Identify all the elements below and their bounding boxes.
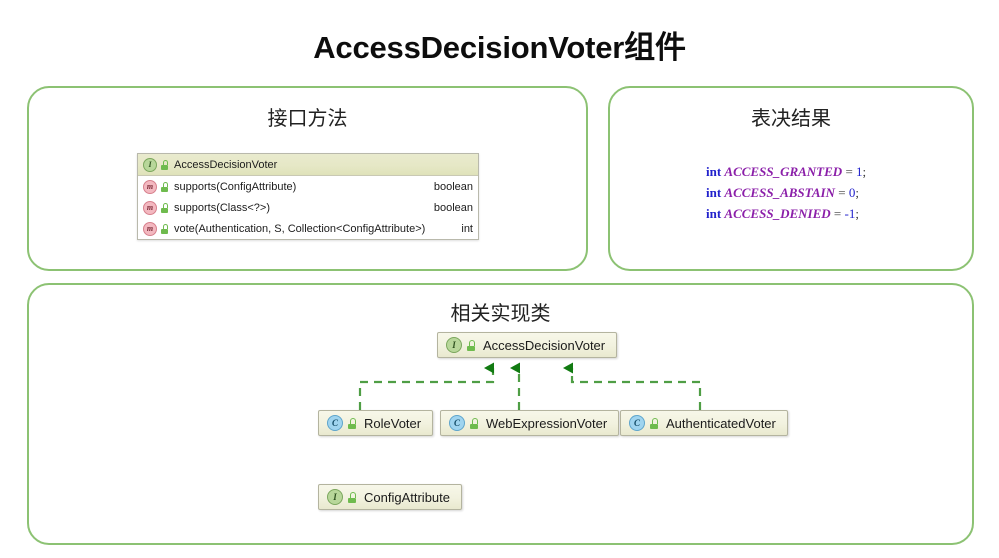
lock-icon	[466, 339, 476, 351]
code-operator: =	[845, 164, 853, 179]
code-operator: =	[838, 185, 846, 200]
panel-implementations: 相关实现类	[27, 283, 974, 545]
diagram-node-authenticatedvoter[interactable]: C AuthenticatedVoter	[620, 410, 788, 436]
lock-icon	[160, 181, 169, 192]
diagram-node-accessdecisionvoter[interactable]: I AccessDecisionVoter	[437, 332, 618, 358]
table-row: m supports(Class<?>) boolean	[138, 197, 478, 218]
lock-icon	[649, 417, 659, 429]
class-badge-icon: C	[327, 415, 343, 431]
code-terminator: ;	[855, 185, 859, 200]
table-row: m supports(ConfigAttribute) boolean	[138, 176, 478, 197]
page-title: AccessDecisionVoter组件	[313, 30, 686, 65]
diagram-node-label: AuthenticatedVoter	[666, 415, 776, 431]
table-row: m vote(Authentication, S, Collection<Con…	[138, 218, 478, 239]
uml-member-table: I AccessDecisionVoter m supports(ConfigA…	[137, 153, 479, 240]
interface-badge-icon: I	[446, 337, 462, 353]
lock-icon	[469, 417, 479, 429]
code-keyword: int	[706, 164, 722, 179]
lock-icon	[347, 417, 357, 429]
panel-heading-vote-results: 表决结果	[751, 108, 831, 130]
lock-icon	[160, 223, 169, 234]
uml-table-header-row: I AccessDecisionVoter	[138, 154, 478, 176]
uml-member-return-type: int	[461, 222, 473, 235]
code-constant: ACCESS_GRANTED	[724, 164, 843, 179]
uml-type-name: AccessDecisionVoter	[174, 158, 278, 171]
uml-member-signature: vote(Authentication, S, Collection<Confi…	[174, 222, 426, 235]
interface-badge-icon: I	[327, 489, 343, 505]
panel-heading-implementations: 相关实现类	[450, 303, 551, 325]
diagram-node-rolevoter[interactable]: C RoleVoter	[318, 410, 434, 436]
method-badge-icon: m	[143, 200, 157, 215]
diagram-node-label: AccessDecisionVoter	[483, 337, 606, 353]
code-operator: =	[833, 206, 842, 221]
method-badge-icon: m	[143, 221, 157, 236]
diagram-node-label: WebExpressionVoter	[486, 415, 608, 431]
code-terminator: ;	[855, 206, 859, 221]
code-constant: ACCESS_DENIED	[724, 206, 831, 221]
class-badge-icon: C	[449, 415, 465, 431]
method-badge-icon: m	[143, 179, 157, 194]
code-value: 1	[856, 164, 863, 179]
interface-badge-icon: I	[143, 157, 157, 172]
code-value: -1	[844, 206, 856, 221]
lock-icon	[160, 202, 169, 213]
diagram-node-label: ConfigAttribute	[364, 489, 450, 505]
inheritance-connector-rolevoter	[358, 362, 495, 410]
uml-member-signature: supports(Class<?>)	[174, 201, 270, 214]
code-line: int ACCESS_ABSTAIN = 0;	[706, 182, 866, 203]
class-badge-icon: C	[629, 415, 645, 431]
uml-member-return-type: boolean	[433, 201, 473, 214]
code-keyword: int	[706, 185, 722, 200]
lock-icon	[347, 491, 357, 503]
code-keyword: int	[706, 206, 722, 221]
vote-result-constants: int ACCESS_GRANTED = 1; int ACCESS_ABSTA…	[706, 161, 866, 224]
panel-vote-results: 表决结果 int ACCESS_GRANTED = 1; int ACCESS_…	[608, 86, 974, 271]
diagram-node-webexpressionvoter[interactable]: C WebExpressionVoter	[440, 410, 620, 436]
panel-heading-interface-methods: 接口方法	[267, 108, 348, 130]
uml-member-return-type: boolean	[433, 180, 473, 193]
inheritance-connector-authenticatedvoter	[563, 362, 702, 410]
code-line: int ACCESS_GRANTED = 1;	[706, 161, 866, 182]
panel-interface-methods: 接口方法 I AccessDecisionVoter m supports(Co…	[27, 86, 588, 271]
code-terminator: ;	[862, 164, 867, 179]
diagram-node-label: RoleVoter	[364, 415, 422, 431]
lock-icon	[160, 159, 169, 170]
code-constant: ACCESS_ABSTAIN	[724, 185, 835, 200]
diagram-node-configattribute[interactable]: I ConfigAttribute	[318, 484, 462, 510]
code-value: 0	[848, 185, 856, 200]
code-line: int ACCESS_DENIED = -1;	[706, 203, 866, 224]
uml-member-signature: supports(ConfigAttribute)	[174, 180, 297, 193]
